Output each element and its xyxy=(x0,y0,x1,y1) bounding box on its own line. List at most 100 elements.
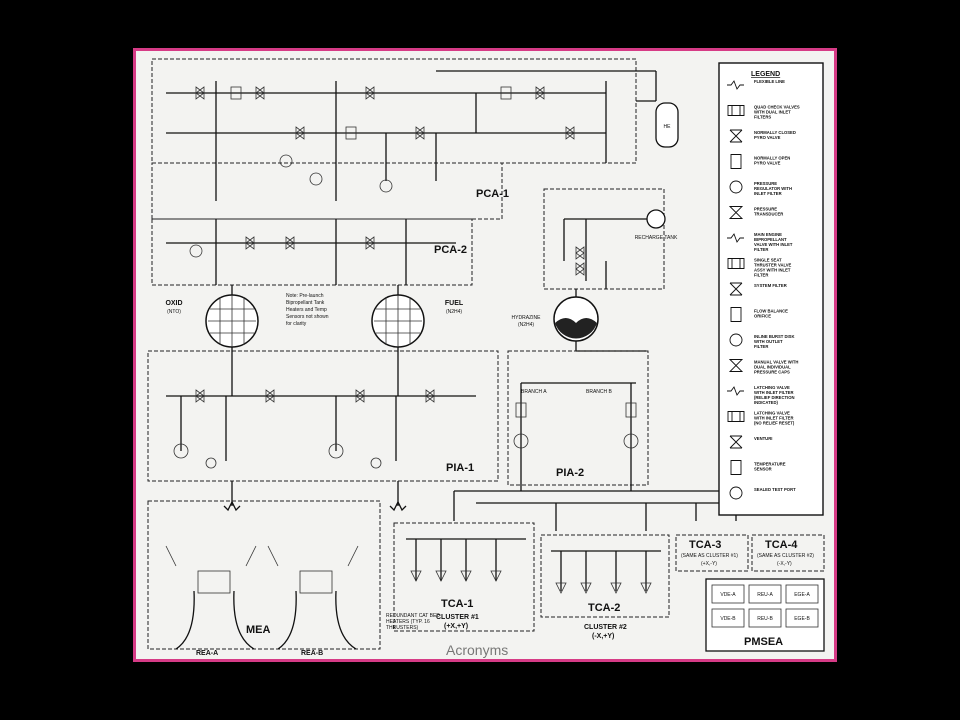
tca1-label: TCA-1 xyxy=(441,598,473,610)
legend-item-label: SEALED TEST PORT xyxy=(754,487,796,492)
normally-closed-pyro-valve-icon xyxy=(729,129,743,143)
flow-balance-orifice-icon xyxy=(730,307,742,322)
tca3-axes: (+X,-Y) xyxy=(701,561,717,567)
tca3-sub: (SAME AS CLUSTER #1) xyxy=(681,553,738,559)
pmsea-cell: REU-B xyxy=(757,616,773,622)
main-engine-valve-icon xyxy=(727,233,744,243)
pmsea-label: PMSEA xyxy=(744,636,783,648)
legend-item-label: FLEXIBLE LINE xyxy=(754,79,785,84)
latching-valve-icon xyxy=(727,411,745,422)
legend-item-label: SYSTEM FILTER xyxy=(754,283,787,288)
pia2-panel: BRANCH A BRANCH B PIA-2 xyxy=(507,350,649,486)
tca2-panel: TCA-2 CLUSTER #2 (-X,+Y) xyxy=(540,534,670,640)
redundant-note-2: HEATERS (TYP. 16 xyxy=(386,619,430,625)
tca2-label: TCA-2 xyxy=(588,602,620,614)
tca3-label: TCA-3 xyxy=(689,539,721,551)
tca4-panel: TCA-4 (SAME AS CLUSTER #2) (-X,-Y) xyxy=(751,534,825,572)
cluster1-axes: (+X,+Y) xyxy=(444,623,468,630)
redundant-note-1: REDUNDANT CAT BED xyxy=(386,613,440,619)
pmsea-cell: VDE-B xyxy=(720,616,736,622)
cluster1-label: CLUSTER #1 xyxy=(436,614,479,621)
he-tank: HE xyxy=(655,102,679,148)
tca4-label: TCA-4 xyxy=(765,539,798,551)
flexible-line-icon xyxy=(727,80,744,90)
rea-b-label: REA-B xyxy=(301,650,323,657)
legend-item: SEALED TEST PORT xyxy=(729,486,796,500)
pmsea-cell: REU-A xyxy=(757,592,773,598)
note-line-1: Note: Pre-launch xyxy=(286,293,324,299)
recharge-tank-label: RECHARGE TANK xyxy=(635,235,678,241)
tca3-panel: TCA-3 (SAME AS CLUSTER #1) (+X,-Y) xyxy=(675,534,749,572)
manual-valve-icon xyxy=(728,359,744,372)
fuel-label: FUEL xyxy=(445,300,464,307)
recharge-panel: RECHARGE TANK xyxy=(543,188,678,290)
redundant-note-3: THRUSTERS) xyxy=(386,625,419,631)
temperature-sensor-icon xyxy=(730,460,742,475)
pressure-regulator-icon xyxy=(729,180,743,194)
legend-item: SYSTEM FILTER xyxy=(729,282,787,296)
pca2-label: PCA-2 xyxy=(434,244,467,256)
hydrazine-sub-label: (N2H4) xyxy=(518,322,534,328)
mea-panel: MEA REA-A REA-B xyxy=(147,500,381,657)
system-filter-icon xyxy=(729,282,743,296)
mea-label: MEA xyxy=(246,624,271,636)
rea-a-label: REA-A xyxy=(196,650,218,657)
quad-check-valve-icon xyxy=(727,105,745,116)
fuel-sub-label: (N2H4) xyxy=(446,309,462,315)
tca4-sub: (SAME AS CLUSTER #2) xyxy=(757,553,814,559)
note-line-5: for clarity xyxy=(286,321,307,327)
hydrazine-tank: HYDRAZINE (N2H4) xyxy=(512,296,599,342)
note-line-4: Sensors not shown xyxy=(286,314,329,320)
pmsea-cell: EGE-B xyxy=(794,616,810,622)
pmsea-cell: EGE-A xyxy=(794,592,810,598)
pmsea-cell: VDE-A xyxy=(720,592,736,598)
pmsea-cell-grid: VDE-A REU-A EGE-A VDE-B REU-B EGE-B xyxy=(711,584,819,628)
pca1-panel: HE PCA-1 xyxy=(151,58,679,220)
legend-item: VENTURI xyxy=(729,435,772,449)
tca4-axes: (-X,-Y) xyxy=(777,561,792,567)
he-tank-label: HE xyxy=(664,124,672,130)
test-port-icon xyxy=(729,486,743,500)
legend-item-label: VENTURI xyxy=(754,436,772,441)
burst-disk-icon xyxy=(729,333,743,347)
pia1-label: PIA-1 xyxy=(446,462,474,474)
acronyms-text: Acronyms xyxy=(446,642,508,658)
pressure-transducer-icon xyxy=(728,206,744,219)
legend-title: LEGEND xyxy=(751,71,780,78)
pia1-panel: PIA-1 xyxy=(147,350,499,482)
legend-item: FLEXIBLE LINE xyxy=(727,79,785,90)
valve-symbols-pca1 xyxy=(195,86,575,193)
diagram-frame: HE PCA-1 PCA-2 RECHARGE TANK OXID (NTO) … xyxy=(133,48,837,662)
venturi-icon xyxy=(729,435,743,449)
note-line-2: Bipropellant Tank xyxy=(286,300,325,306)
branch-a-label: BRANCH A xyxy=(521,389,547,395)
oxid-label: OXID xyxy=(165,300,182,307)
pmsea-panel: VDE-A REU-A EGE-A VDE-B REU-B EGE-B PMSE… xyxy=(705,578,825,652)
